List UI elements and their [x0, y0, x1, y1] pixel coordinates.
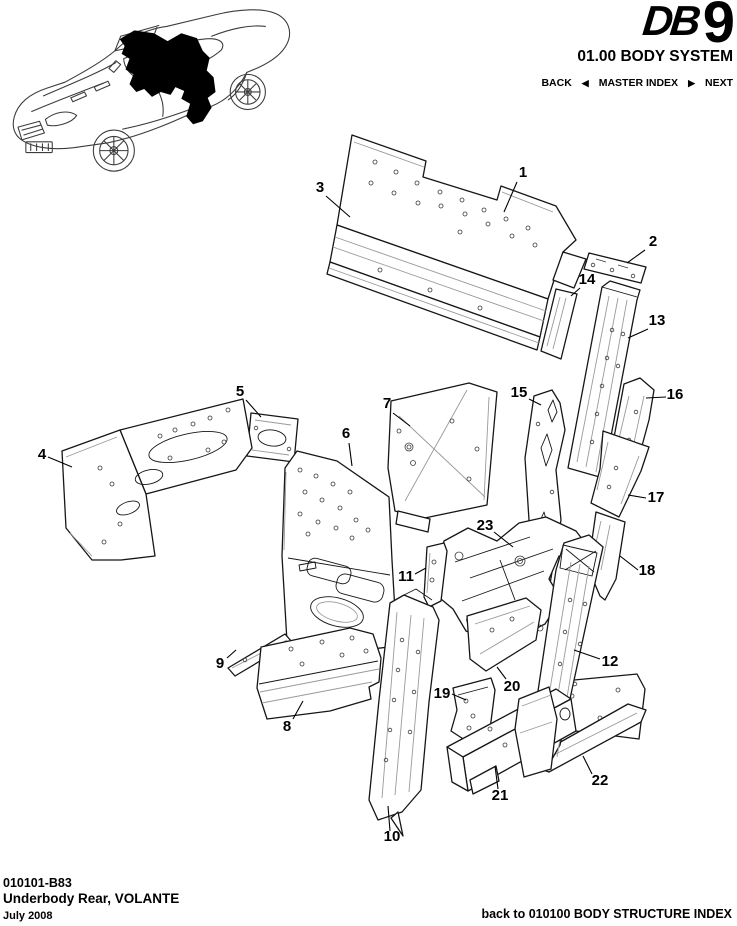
- body-structure-index-link[interactable]: back to 010100 BODY STRUCTURE INDEX: [481, 907, 732, 921]
- part-13: [567, 280, 641, 479]
- callout-20: 20: [504, 678, 521, 695]
- callout-17: 17: [648, 489, 665, 506]
- part-21: [446, 686, 577, 795]
- footer-left: 010101-B83 Underbody Rear, VOLANTE July …: [3, 876, 179, 923]
- next-link[interactable]: NEXT: [704, 77, 733, 89]
- callout-23: 23: [477, 517, 494, 534]
- callout-9: 9: [216, 655, 224, 672]
- part-4: [61, 398, 253, 561]
- part-14: [540, 288, 578, 360]
- db9-logo: DB9: [541, 0, 735, 55]
- car-line-art: [12, 9, 291, 172]
- callout-leader-17: [627, 494, 647, 499]
- callout-12: 12: [602, 653, 619, 670]
- callout-leader-10: [387, 805, 391, 832]
- callout-leader-19: [451, 693, 467, 701]
- part-10: [368, 588, 440, 837]
- callout-leader-15: [528, 398, 542, 406]
- callout-14: 14: [579, 271, 596, 288]
- callout-22: 22: [592, 772, 609, 789]
- callout-leader-16: [645, 396, 667, 399]
- doc-number: 010101-B83: [3, 875, 72, 890]
- doc-date: July 2008: [3, 909, 53, 922]
- header: DB9 01.00 BODY SYSTEM BACK ◀ MASTER INDE…: [541, 0, 735, 89]
- callout-leader-14: [570, 287, 581, 297]
- callout-leader-20: [496, 666, 507, 680]
- callout-1: 1: [519, 164, 527, 181]
- callout-5: 5: [236, 383, 244, 400]
- part-11: [423, 542, 448, 608]
- master-index-link[interactable]: MASTER INDEX: [598, 77, 679, 89]
- callout-leader-13: [627, 328, 649, 339]
- back-arrow-icon: ◀: [581, 77, 589, 88]
- doc-title: Underbody Rear, VOLANTE: [3, 890, 180, 906]
- next-arrow-icon: ▶: [688, 77, 695, 88]
- part-7: [387, 382, 498, 533]
- callout-15: 15: [511, 384, 528, 401]
- nav-bar: BACK ◀ MASTER INDEX ▶ NEXT: [541, 77, 733, 89]
- part-8: [256, 627, 382, 720]
- callout-leader-8: [292, 700, 304, 720]
- callout-11: 11: [398, 568, 414, 585]
- callout-leader-22: [582, 755, 593, 775]
- callout-8: 8: [283, 718, 291, 735]
- part-17: [590, 430, 650, 518]
- callout-leader-23: [493, 531, 514, 548]
- callout-leader-21: [494, 765, 499, 790]
- callout-2: 2: [649, 233, 657, 250]
- callout-3: 3: [316, 179, 324, 196]
- callout-7: 7: [383, 395, 391, 412]
- callout-13: 13: [649, 312, 666, 329]
- callout-leader-7: [392, 412, 411, 427]
- part-20: [466, 597, 542, 672]
- system-title: 01.00 BODY SYSTEM: [577, 48, 733, 65]
- callout-leader-12: [573, 649, 601, 660]
- callout-21: 21: [492, 787, 509, 804]
- part-6: [281, 450, 398, 660]
- car-thumbnail: [2, 2, 300, 178]
- callout-6: 6: [342, 425, 350, 442]
- part-3: [326, 224, 587, 351]
- callout-18: 18: [639, 562, 656, 579]
- callout-leader-5: [245, 399, 262, 418]
- part-5: [246, 412, 299, 463]
- highlighted-area: [119, 30, 216, 125]
- callout-leader-11: [414, 567, 427, 575]
- callout-leader-3: [325, 195, 351, 218]
- callout-leader-6: [348, 442, 353, 467]
- callout-leader-9: [226, 649, 237, 659]
- callout-10: 10: [384, 828, 401, 845]
- callout-16: 16: [667, 386, 684, 403]
- callout-4: 4: [38, 446, 47, 463]
- callout-leader-4: [47, 456, 73, 468]
- callout-19: 19: [434, 685, 451, 702]
- callout-leader-18: [619, 555, 639, 571]
- callout-leader-2: [626, 249, 646, 264]
- logo-nine: 9: [702, 0, 735, 55]
- callout-leader-1: [503, 181, 518, 213]
- back-link[interactable]: BACK: [541, 77, 572, 89]
